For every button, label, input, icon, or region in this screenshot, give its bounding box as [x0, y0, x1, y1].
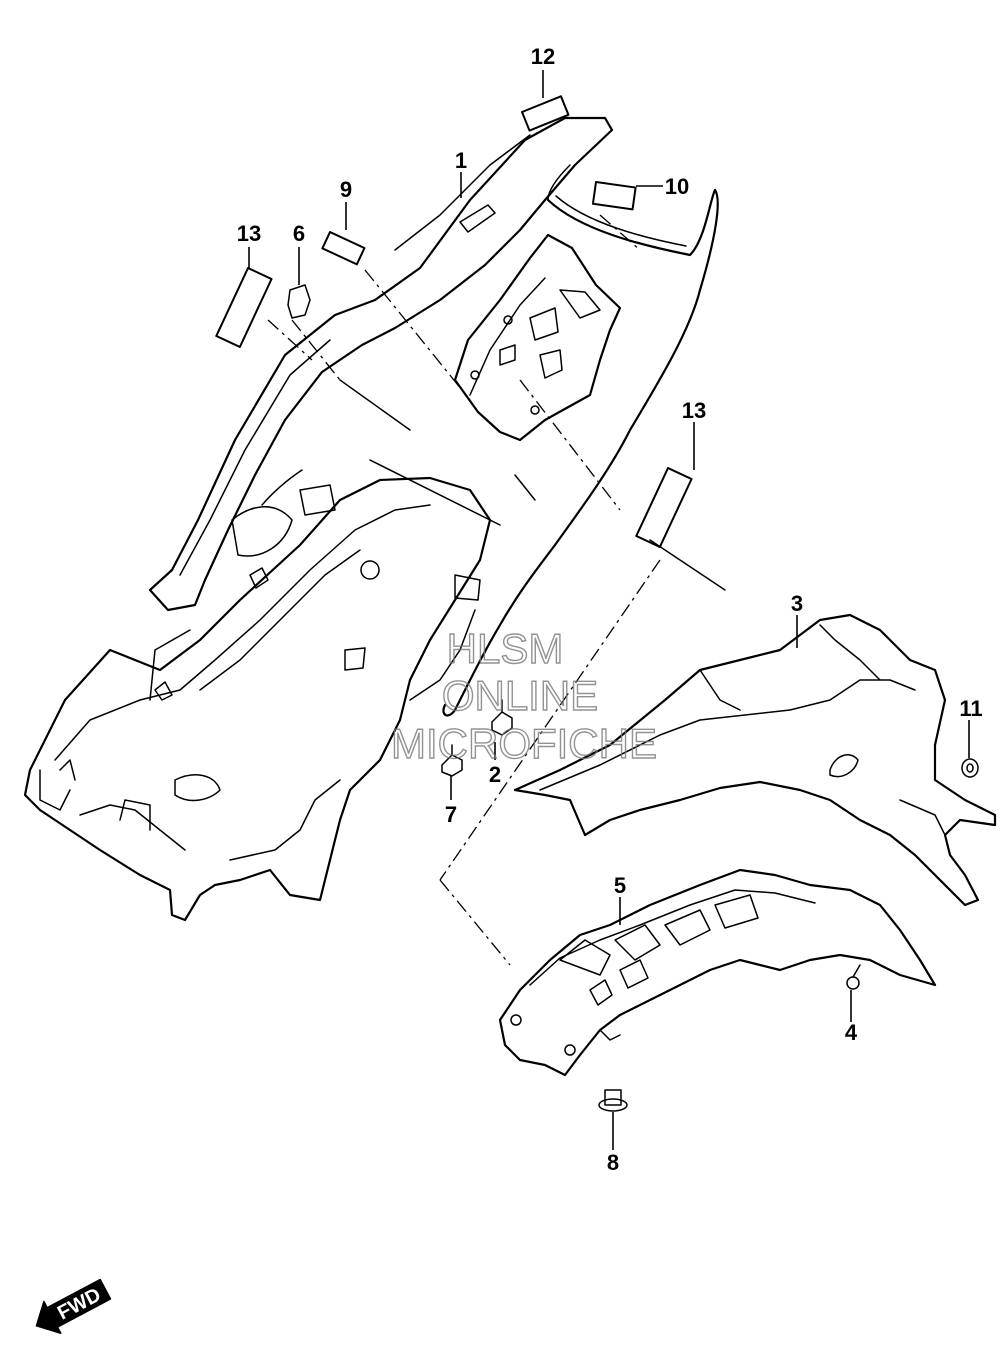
watermark: HLSM ONLINE MICROFICHE: [390, 624, 657, 767]
rear-fender-body: [23, 476, 492, 922]
callout-9: 9: [340, 177, 352, 202]
part-2-bolt: [491, 699, 513, 736]
part-1-rail-cover: [148, 116, 614, 612]
callout-1: 1: [455, 148, 467, 173]
part-9-pad: [321, 231, 366, 266]
part-8-grommet: [598, 1089, 628, 1112]
callout-3: 3: [791, 591, 803, 616]
part-13a-pad: [215, 267, 273, 348]
part-5-lower-bracket: [498, 868, 937, 1077]
callout-labels: 1 2 3 4 5 6 7 8 9 10 11 12 13 13: [237, 44, 983, 1175]
part-4-screw: [846, 964, 861, 990]
watermark-line-1: HLSM: [447, 625, 564, 672]
part-7-nut: [441, 744, 463, 777]
watermark-line-3: MICROFICHE: [391, 720, 657, 767]
part-12-pad: [521, 95, 570, 132]
part-13b-pad: [635, 467, 693, 548]
callout-2: 2: [489, 762, 501, 787]
callout-5: 5: [614, 873, 626, 898]
fwd-direction-badge: FWD: [35, 1278, 112, 1335]
part-6-clip: [287, 284, 311, 319]
callout-10: 10: [665, 174, 689, 199]
part-10-pad: [591, 181, 637, 211]
part-3-tail-cover: [513, 613, 997, 907]
part-11-washer: [961, 758, 979, 778]
forward-arrow-icon: [35, 1278, 112, 1335]
callout-13-left: 13: [237, 221, 261, 246]
watermark-line-2: ONLINE: [442, 672, 598, 719]
callout-6: 6: [293, 221, 305, 246]
callout-12: 12: [531, 44, 555, 69]
callout-4: 4: [845, 1020, 858, 1045]
callout-7: 7: [445, 802, 457, 827]
callout-11: 11: [959, 696, 982, 721]
reference-lines: [267, 214, 726, 966]
callout-13-right: 13: [682, 398, 706, 423]
curved-rail: [442, 164, 719, 717]
leader-lines: [248, 70, 970, 1150]
callout-8: 8: [607, 1150, 619, 1175]
center-bracket: [453, 233, 622, 442]
